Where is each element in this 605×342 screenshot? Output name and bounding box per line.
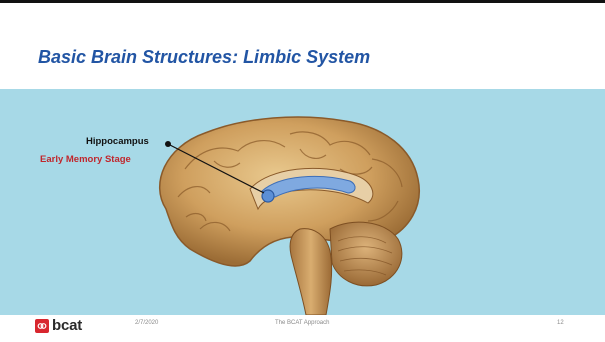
content-area: Hippocampus Early Memory Stage: [0, 89, 605, 315]
brain-image: [0, 89, 605, 315]
slide-title: Basic Brain Structures: Limbic System: [38, 47, 370, 68]
memory-stage-label: Early Memory Stage: [40, 154, 131, 165]
footer-date: 2/7/2020: [135, 320, 158, 326]
title-bar: Basic Brain Structures: Limbic System: [0, 0, 605, 89]
top-rule: [0, 0, 605, 3]
logo-text: bcat: [52, 318, 82, 334]
hippocampus-circle: [262, 190, 274, 202]
hippocampus-label: Hippocampus: [86, 136, 149, 147]
footer: bcat 2/7/2020 The BCAT Approach 12: [0, 315, 605, 342]
footer-title: The BCAT Approach: [275, 320, 329, 326]
cerebellum: [330, 222, 402, 286]
page-number: 12: [557, 320, 564, 326]
brainstem: [290, 229, 332, 315]
bcat-logo: bcat: [35, 318, 82, 334]
leader-dot: [165, 141, 171, 147]
logo-mark-icon: [35, 319, 49, 333]
